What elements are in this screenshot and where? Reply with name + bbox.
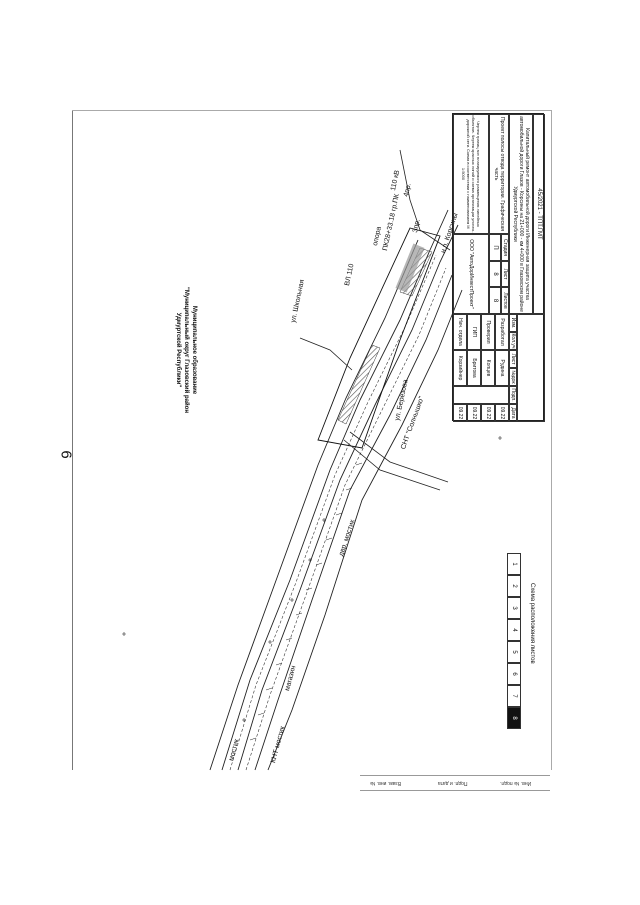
scheme-sheet-1: 1 [507, 553, 521, 575]
tb-role-1: Проверил [481, 314, 495, 350]
stamp-vzam: Взам. инв. № [370, 780, 401, 786]
tb-col-kolch: Кол.уч [509, 332, 517, 350]
right-frame-line [551, 110, 552, 770]
scheme-title: Схема расположения листов [529, 583, 535, 664]
tb-date-3: 09.22 [453, 404, 467, 422]
tb-stage: П [489, 234, 501, 261]
tb-name-3: Корзийнер [453, 350, 467, 386]
tb-signature-area [453, 386, 509, 404]
tb-stage-hdr: Стадия [501, 234, 509, 261]
tb-role-0: Разработал [495, 314, 509, 350]
scheme-sheet-4: 4 [507, 619, 521, 641]
tb-name-2: Бритова [467, 350, 481, 386]
tb-role-2: ГИП [467, 314, 481, 350]
tb-col-list: Лист [509, 350, 517, 368]
stamp-podp: Подп. и дата [438, 780, 468, 786]
gray-band [395, 243, 425, 293]
title-block: 45/2021 - ТПТ.ГМТ Капитальный ремонт авт… [452, 113, 545, 422]
tb-section: Проект полосы отвода территории. Графиче… [489, 114, 509, 234]
stamp-divider-line [360, 775, 550, 776]
stamp-divider-line-2 [360, 790, 550, 791]
scheme-sheet-6: 6 [507, 663, 521, 685]
tb-name-0: Рудина [495, 350, 509, 386]
top-frame-line [72, 110, 552, 111]
tb-date-0: 09.22 [495, 404, 509, 422]
stamp-inv: Инв. № подл. [500, 780, 532, 786]
corridor-lines [209, 209, 463, 771]
tb-col-podp: Подп. [509, 386, 517, 404]
left-frame-line [72, 110, 73, 770]
tb-col-data: Дата [509, 404, 517, 422]
tb-col-izm: Изм. [509, 314, 517, 332]
tb-code: 45/2021 - ТПТ.ГМТ [533, 114, 545, 314]
tb-sheets: 8 [489, 287, 501, 314]
tb-sheet: 8 [489, 261, 501, 287]
tb-company: ООО "АвтоДорИнвестПроект" [453, 234, 489, 314]
tb-sheet-hdr: Лист [501, 261, 509, 287]
tb-role-3: Нач. отдела [453, 314, 467, 350]
scheme-sheet-7: 7 [507, 685, 521, 707]
scheme-sheet-5: 5 [507, 641, 521, 663]
sheet-layout-scheme: Схема расположения листов 1 2 3 4 5 6 7 … [495, 553, 539, 753]
scheme-sheet-3: 3 [507, 597, 521, 619]
tb-date-1: 09.22 [481, 404, 495, 422]
zone-polygon [317, 227, 441, 449]
tb-date-2: 09.22 [467, 404, 481, 422]
hatched-segment-1 [337, 344, 381, 425]
tb-sheets-hdr: Листов [501, 287, 509, 314]
tb-drawing: Чертеж границ зон планируемого размещени… [453, 114, 489, 234]
tb-project: Капитальный ремонт автомобильной дороги … [509, 114, 533, 314]
scheme-sheet-2: 2 [507, 575, 521, 597]
scheme-sheet-8-active: 8 [507, 707, 521, 729]
side-stamp-strip: Взам. инв. № Подп. и дата Инв. № подл. [360, 778, 550, 790]
tb-name-1: Копцев [481, 350, 495, 386]
tb-empty-rows [517, 314, 545, 422]
tb-col-ndok: №док [509, 368, 517, 386]
